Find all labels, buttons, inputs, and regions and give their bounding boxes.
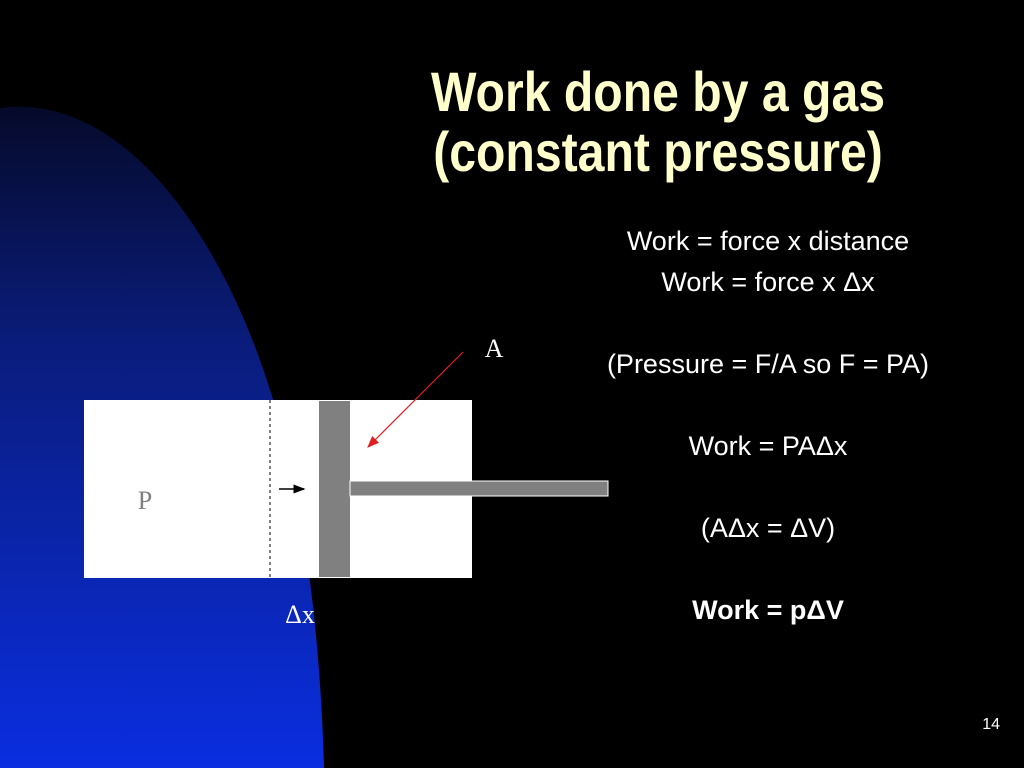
displacement-label: Δx bbox=[285, 600, 315, 629]
equation-work-force-dx: Work = force x Δx bbox=[661, 267, 875, 297]
equation-work-p-dv: Work = pΔV bbox=[692, 595, 844, 625]
title-line-1: Work done by a gas bbox=[430, 60, 886, 123]
area-label: A bbox=[485, 334, 504, 363]
equation-pressure-definition: (Pressure = F/A so F = PA) bbox=[606, 349, 930, 379]
pressure-label: P bbox=[138, 486, 152, 515]
piston-rod bbox=[349, 480, 609, 497]
title-line-2: (constant pressure) bbox=[433, 120, 883, 183]
equation-work-pa-dx: Work = PAΔx bbox=[688, 431, 848, 461]
slide-title: Work done by a gas (constant pressure) bbox=[385, 62, 932, 182]
equation-work-force-distance: Work = force x distance bbox=[626, 226, 910, 256]
area-pointer-arrow-icon bbox=[367, 351, 464, 448]
page-number: 14 bbox=[982, 716, 1000, 733]
piston-head bbox=[319, 401, 350, 577]
equation-volume-change: (AΔx = ΔV) bbox=[700, 513, 836, 543]
